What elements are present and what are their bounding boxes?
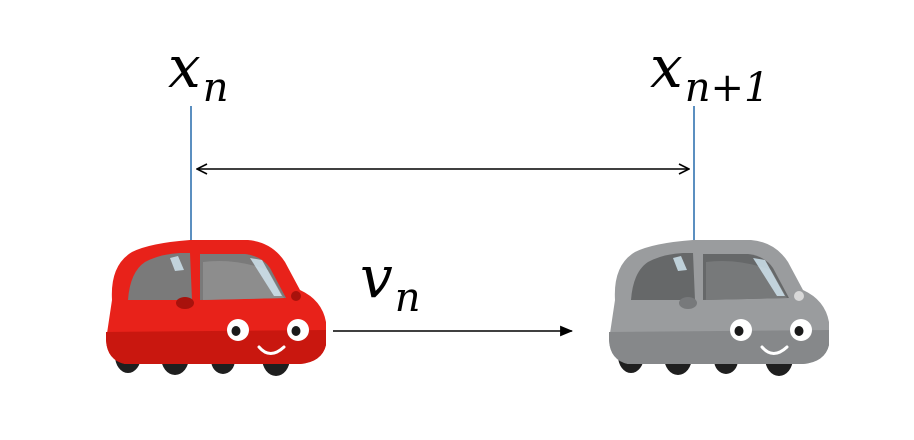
red-car (106, 240, 326, 376)
label-vn-base: v (360, 243, 393, 311)
label-xn-base: x (168, 33, 201, 101)
label-xn-sub: n (202, 65, 229, 111)
label-xn1-sub: n+1 (684, 65, 770, 111)
label-xn1-base: x (650, 33, 683, 101)
label-position-next: xn+1 (650, 38, 769, 108)
label-vn-sub: n (394, 275, 421, 321)
label-position-current: xn (168, 38, 228, 108)
gray-car (609, 240, 829, 376)
label-velocity: vn (360, 248, 421, 318)
